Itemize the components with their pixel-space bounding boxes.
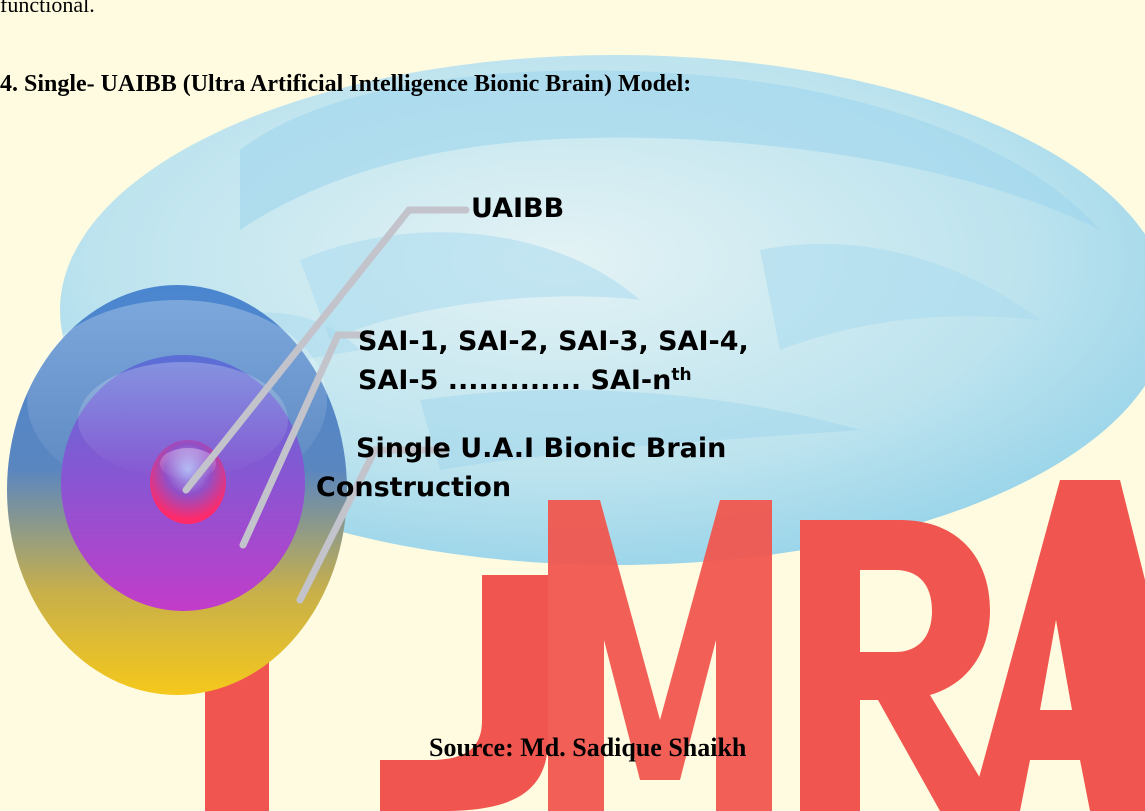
watermark-letter-m xyxy=(548,500,772,811)
watermark-letter-j xyxy=(380,575,548,811)
label-sai-line2: SAI-5 ............. SAI-nth xyxy=(358,364,692,398)
leader-lines xyxy=(182,206,470,604)
label-uaibb: UAIBB xyxy=(471,193,565,224)
label-sai-line2-text: SAI-5 ............. SAI-n xyxy=(358,365,672,396)
label-sai-superscript: th xyxy=(671,365,692,385)
leader-line-core xyxy=(182,206,470,494)
leader-line-outer xyxy=(296,446,449,604)
watermark-letter-r xyxy=(800,520,1000,811)
source-caption: Source: Md. Sadique Shaikh xyxy=(429,733,747,762)
watermark-letter-a xyxy=(970,480,1145,811)
section-heading: 4. Single- UAIBB (Ultra Artificial Intel… xyxy=(0,71,692,97)
label-construction-line1: Single U.A.I Bionic Brain xyxy=(356,433,727,464)
label-construction-line2: Construction xyxy=(316,472,512,503)
lead-text: functional. xyxy=(0,0,95,17)
ijmra-watermark-letters xyxy=(205,480,1145,811)
leader-line-middle xyxy=(239,331,372,549)
label-sai-line1: SAI-1, SAI-2, SAI-3, SAI-4, xyxy=(358,326,749,357)
